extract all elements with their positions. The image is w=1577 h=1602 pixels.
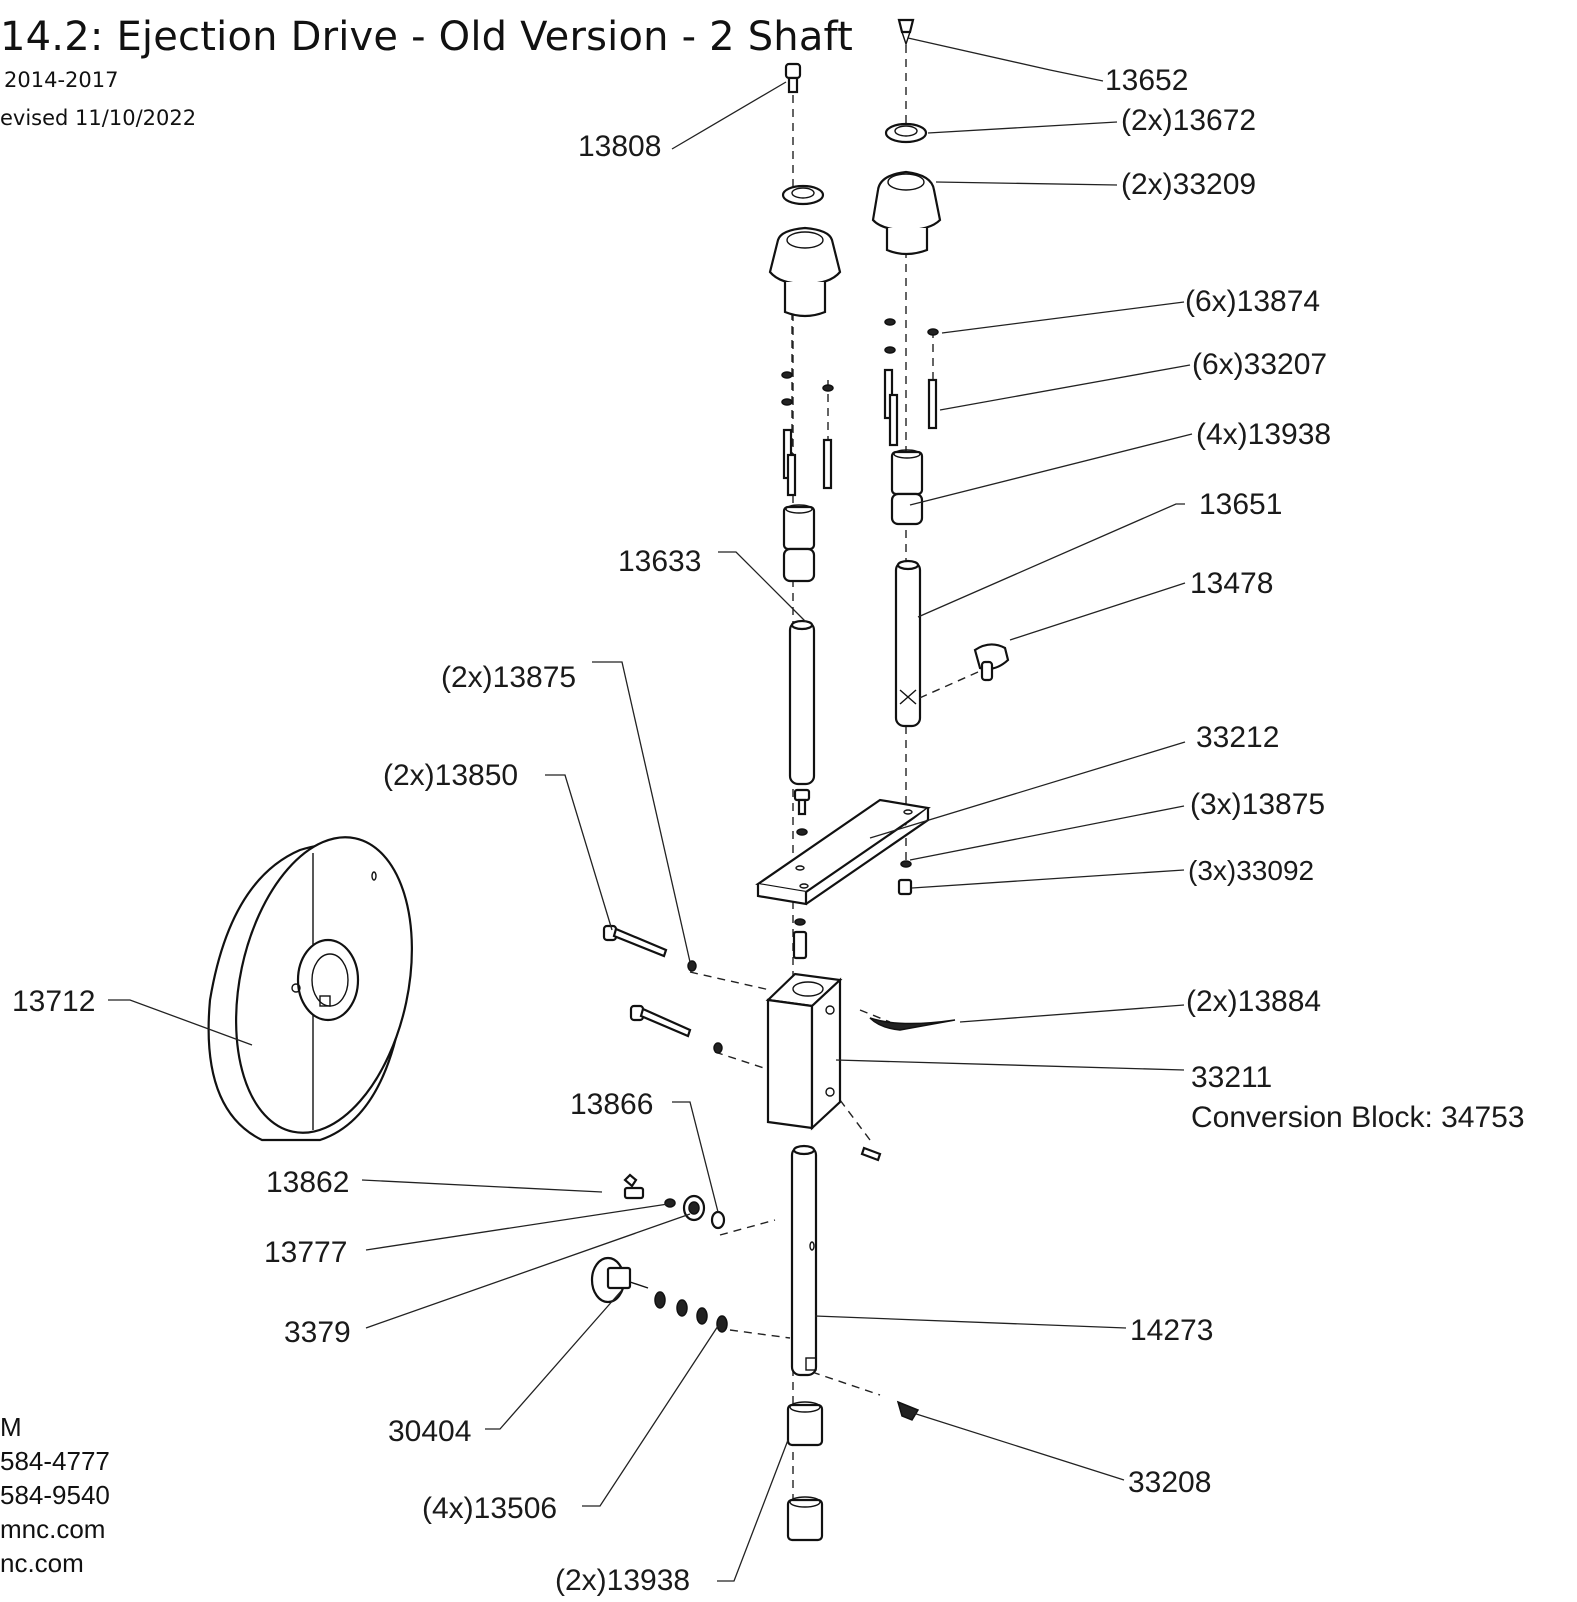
cone-33209-left-shape [768, 226, 842, 318]
handwheel-13712-shape [207, 836, 413, 1142]
label-13866: 13866 [570, 1088, 654, 1121]
label-13506: (4x)13506 [422, 1492, 558, 1525]
footer-website: nc.com [0, 1548, 84, 1578]
label-13712: 13712 [12, 985, 96, 1018]
label-13652: 13652 [1105, 64, 1189, 97]
label-13777: 13777 [264, 1236, 348, 1269]
block-33211-shape [765, 972, 843, 1131]
footer-line-1: M [0, 1412, 22, 1442]
label-33211: 33211 [1191, 1061, 1273, 1094]
axis-line-bolts [689, 971, 776, 1236]
label-13862: 13862 [266, 1166, 350, 1199]
washer-13672-right-shape [884, 122, 928, 144]
revision-date: evised 11/10/2022 [0, 106, 197, 130]
label-13938-upper: (4x)13938 [1196, 418, 1332, 451]
leader-lines [108, 37, 1193, 1582]
screw-13808-shape [784, 62, 802, 94]
setscrew-33208-shape [896, 1400, 920, 1421]
label-13850: (2x)13850 [383, 759, 519, 792]
model-years: 2014-2017 [4, 68, 119, 92]
shaft-14273-shape [790, 1144, 818, 1377]
label-13633: 13633 [618, 545, 702, 578]
label-13875-3x: (3x)13875 [1190, 788, 1326, 821]
label-conversion-block: Conversion Block: 34753 [1191, 1101, 1525, 1134]
label-3379: 3379 [284, 1316, 351, 1349]
footer-fax: 584-9540 [0, 1480, 110, 1510]
axis-line-side-screws [791, 312, 934, 470]
washers-13506-shape [654, 1291, 791, 1339]
label-14273: 14273 [1130, 1314, 1214, 1347]
shaft-13651-shape [894, 559, 922, 728]
pin-13884-shape [860, 1017, 956, 1162]
bushing-13938-right-shape [890, 449, 924, 526]
label-33209: (2x)33209 [1121, 168, 1257, 201]
axis-line-setscrew [811, 1371, 881, 1396]
label-13938-lower: (2x)13938 [555, 1564, 691, 1597]
pins-33207-shape [782, 368, 938, 497]
fitting-13478-shape [914, 643, 1010, 701]
label-13478: 13478 [1190, 567, 1274, 600]
bushing-13938-left-shape [782, 504, 816, 583]
label-13651: 13651 [1199, 488, 1283, 521]
label-33092: (3x)33092 [1188, 855, 1315, 886]
bolts-13850-shape [602, 924, 723, 1054]
label-13808: 13808 [578, 130, 662, 163]
diagram-title: 14.2: Ejection Drive - Old Version - 2 S… [0, 14, 854, 60]
shaft-13633-shape [788, 619, 816, 786]
small-parts-shape [623, 1173, 726, 1230]
plate-screws-shape [792, 788, 913, 960]
label-13884: (2x)13884 [1186, 985, 1322, 1018]
washer-13672-left-shape [781, 184, 825, 206]
label-33207: (6x)33207 [1192, 348, 1328, 381]
plate-33212-shape [755, 798, 931, 906]
label-30404: 30404 [388, 1415, 472, 1448]
label-33208: 33208 [1128, 1466, 1212, 1499]
label-13672: (2x)13672 [1121, 104, 1257, 137]
bushing-13938-lower-shape [786, 1401, 824, 1542]
label-13875-2x: (2x)13875 [441, 661, 577, 694]
axis-line-block-side [839, 1009, 891, 1141]
footer-email: mnc.com [0, 1514, 106, 1544]
footer-phone: 584-4777 [0, 1446, 110, 1476]
cone-33209-right-shape [871, 170, 942, 256]
knob-30404-shape [590, 1256, 649, 1304]
label-13874: (6x)13874 [1185, 285, 1321, 318]
orings-13874-shape [781, 318, 939, 406]
label-33212: 33212 [1196, 721, 1280, 754]
screw-13652-shape [897, 18, 915, 47]
